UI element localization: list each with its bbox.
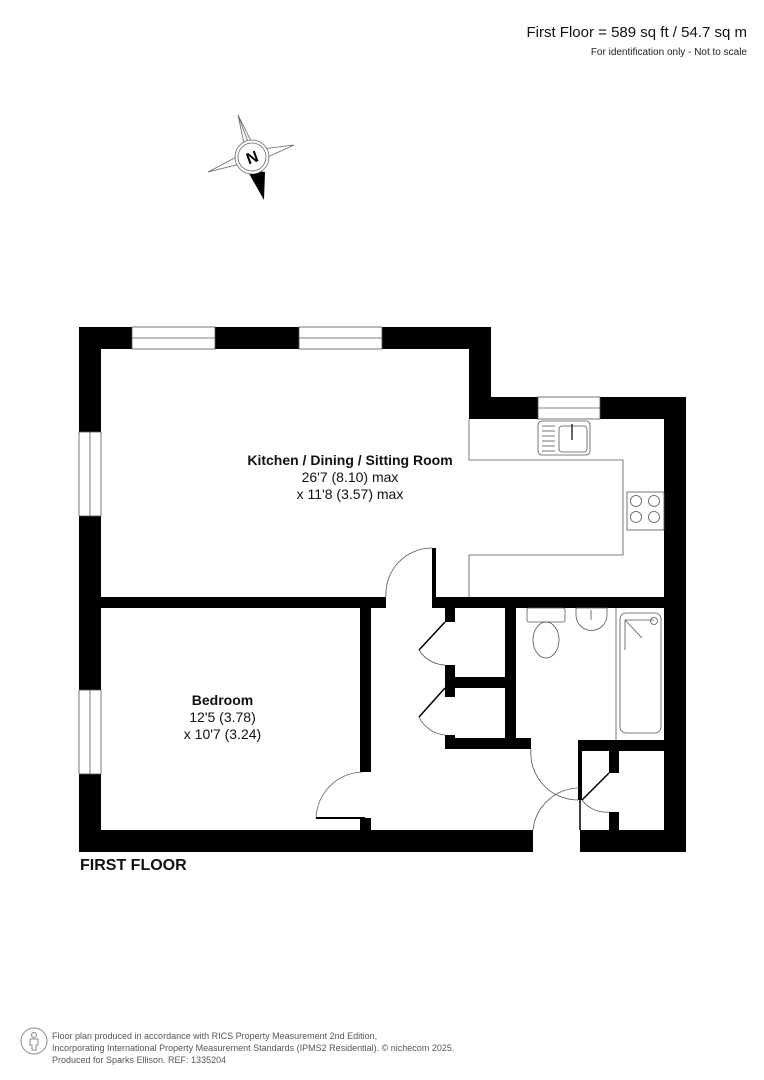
room-name: Bedroom bbox=[191, 692, 254, 708]
bathtub-icon bbox=[615, 608, 662, 740]
footer-line-1: Floor plan produced in accordance with R… bbox=[52, 1031, 378, 1041]
north-compass-icon: N bbox=[207, 114, 295, 200]
room-kitchen-dining-sitting: Kitchen / Dining / Sitting Room 26'7 (8.… bbox=[200, 452, 500, 503]
doors bbox=[315, 547, 610, 831]
room-bedroom: Bedroom 12'5 (3.78) x 10'7 (3.24) bbox=[150, 692, 295, 743]
room-dimension-length: 12'5 (3.78) bbox=[189, 709, 256, 725]
footer-line-3: Produced for Sparks Ellison. REF: 133520… bbox=[52, 1055, 227, 1065]
room-name: Kitchen / Dining / Sitting Room bbox=[247, 452, 453, 468]
toilet-icon bbox=[526, 607, 566, 659]
wash-basin-icon bbox=[575, 607, 608, 631]
svg-text:N: N bbox=[244, 148, 261, 168]
kitchen-worktop bbox=[468, 419, 624, 597]
kitchen-sink-icon bbox=[537, 420, 591, 456]
windows bbox=[78, 326, 601, 775]
floor-area-summary: First Floor = 589 sq ft / 54.7 sq m bbox=[526, 24, 747, 41]
scale-disclaimer: For identification only - Not to scale bbox=[590, 47, 747, 58]
hob-icon bbox=[626, 491, 665, 531]
room-dimension-length: 26'7 (8.10) max bbox=[301, 469, 399, 485]
person-measure-icon bbox=[20, 1027, 48, 1055]
footer-line-2: Incorporating International Property Mea… bbox=[52, 1043, 455, 1053]
room-dimension-width: x 11'8 (3.57) max bbox=[296, 486, 404, 502]
room-dimension-width: x 10'7 (3.24) bbox=[183, 726, 262, 742]
footer-credits: Floor plan produced in accordance with R… bbox=[52, 1030, 454, 1066]
floor-label: FIRST FLOOR bbox=[80, 857, 187, 874]
